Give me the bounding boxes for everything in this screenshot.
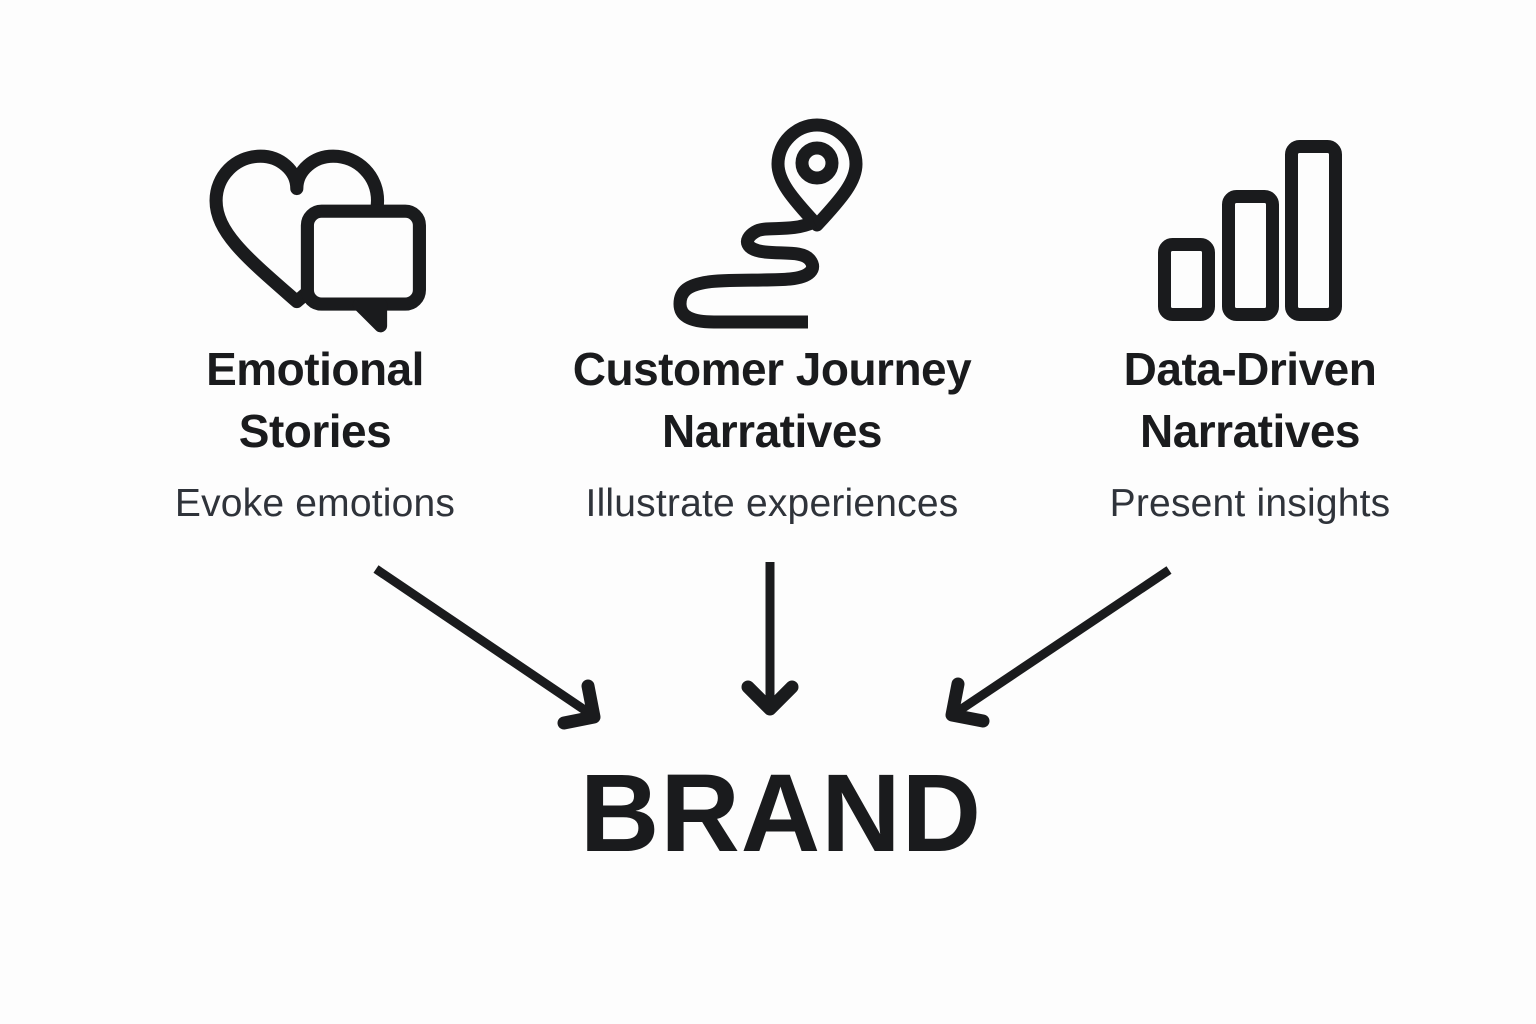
brand-label: BRAND [579, 752, 983, 875]
column-title-customer-journey: Customer Journey Narratives [480, 338, 1064, 462]
heart-chat-icon [209, 149, 426, 333]
title-line: Customer Journey [572, 343, 972, 395]
column-subtitle-present-insights: Present insights [1109, 482, 1391, 525]
arrow-left-icon [373, 565, 601, 730]
title-line: Narratives [661, 405, 883, 457]
title-line: Emotional [206, 343, 424, 395]
column-subtitle-illustrate-experiences: Illustrate experiences [585, 482, 959, 525]
column-title-data-driven: Data-Driven Narratives [1010, 338, 1490, 462]
arrow-middle-icon [741, 562, 799, 716]
column-title-emotional-stories: Emotional Stories [90, 338, 540, 462]
title-line: Data-Driven [1123, 343, 1377, 395]
title-line: Stories [238, 405, 392, 457]
bar-chart-icon [1158, 140, 1342, 321]
title-line: Narratives [1139, 405, 1361, 457]
arrow-right-icon [945, 566, 1172, 728]
route-pin-icon [673, 118, 863, 329]
column-subtitle-evoke-emotions: Evoke emotions [174, 482, 456, 525]
